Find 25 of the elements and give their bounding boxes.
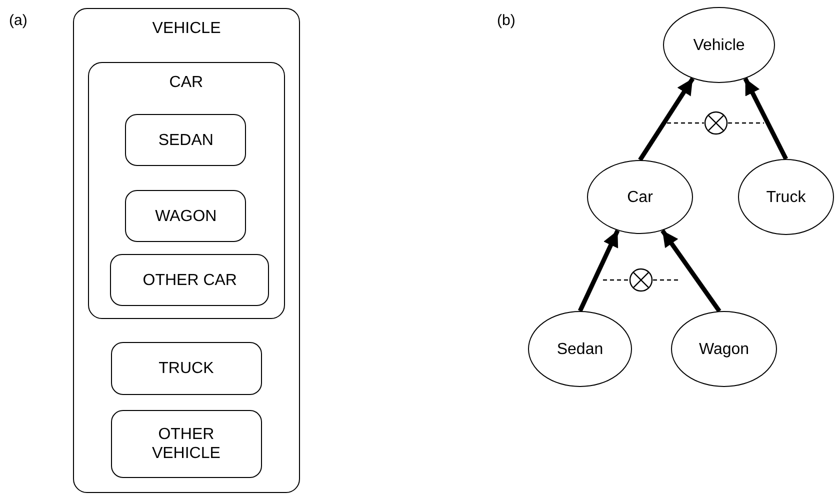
category-box [125,114,246,166]
category-box [110,410,262,478]
class-name: Sedan [556,340,604,358]
category-box [110,342,262,395]
arrow [743,78,788,160]
arrow [638,77,695,162]
panel-label: (a) [9,12,28,29]
panel-label: (b) [497,12,516,29]
group-box [73,8,300,493]
class-name: Vehicle [693,36,745,54]
category-box [125,190,246,242]
category-name: TRUCK [158,358,214,378]
category-name: WAGON [155,206,217,226]
category-name: OTHER CAR [142,270,237,290]
category-name: VEHICLE [152,19,221,38]
class-name: Wagon [698,340,750,358]
category-name: OTHER VEHICLE [150,424,222,463]
group-box [88,62,285,319]
class-name: Car [627,188,653,206]
arrow [660,229,722,312]
class-name: Truck [766,188,806,206]
category-name: CAR [169,72,204,92]
arrow [578,230,620,312]
category-name: SEDAN [158,130,214,150]
category-box [110,254,270,306]
